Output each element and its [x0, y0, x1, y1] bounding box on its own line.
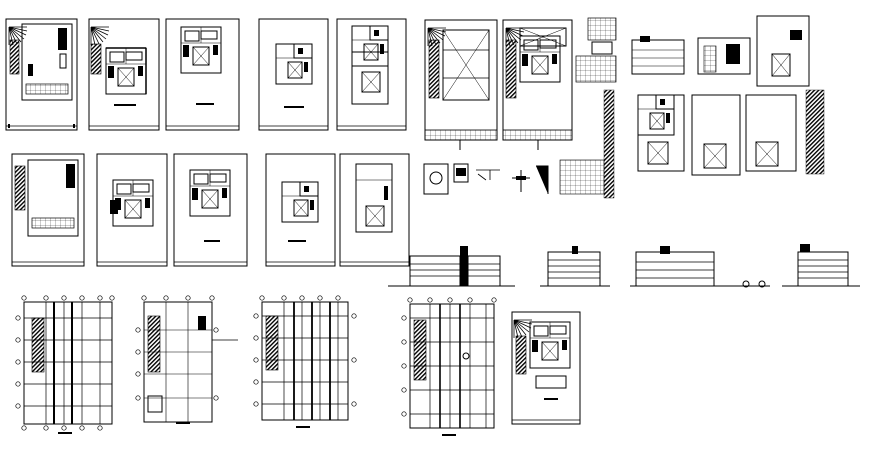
structural-plan-1 [15, 295, 115, 434]
third-floor-plan-sheet [336, 18, 407, 131]
top-right-floor-plans [637, 89, 825, 176]
ground-floor-plan-sheet [88, 18, 160, 131]
detail-plan-sheet [511, 311, 581, 425]
top-right-elevations [631, 15, 810, 87]
site-plan-sheet-2 [11, 153, 85, 267]
second-floor-plan-sheet [258, 18, 329, 131]
construction-details [423, 163, 549, 195]
first-floor-plan-sheet-2 [173, 153, 248, 267]
structural-plan-4 [401, 297, 497, 436]
structural-plan-3 [253, 295, 357, 428]
first-floor-plan-sheet [165, 18, 240, 131]
second-floor-plan-sheet-2 [265, 153, 336, 267]
ground-floor-plan-sheet-2 [96, 153, 168, 267]
structural-plan-2 [135, 295, 238, 424]
floor-plan-sheets-row-2 [11, 153, 410, 267]
door-window-schedules [559, 17, 617, 199]
third-floor-plan-sheet-2 [339, 153, 410, 267]
building-sections [424, 19, 573, 150]
building-elevations [388, 244, 860, 288]
site-plan-sheet [5, 18, 78, 131]
structural-grid-plans [15, 295, 581, 436]
floor-plan-sheets-row-1 [5, 18, 407, 131]
